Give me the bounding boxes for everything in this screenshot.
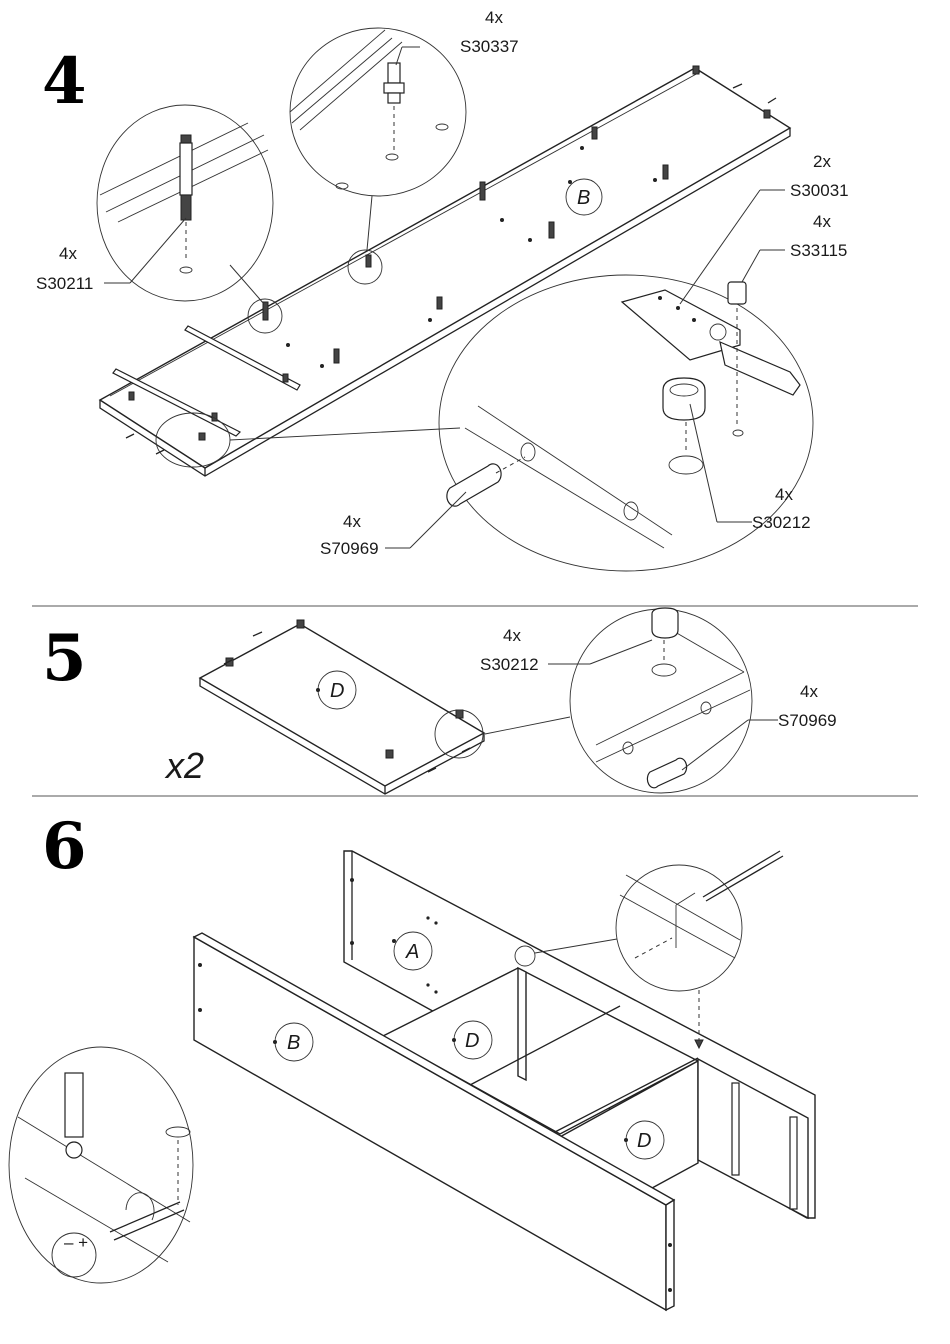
- panel-label: D: [465, 1030, 479, 1052]
- callout-qty: 4x: [59, 244, 77, 263]
- step-number: 6: [42, 809, 87, 884]
- panel-label: A: [405, 941, 419, 963]
- callout-qty: 2x: [813, 152, 831, 171]
- step-5: 5 x2 D: [42, 607, 837, 795]
- callout-code: S30211: [36, 274, 93, 293]
- detail-step6-screw: – +: [8, 1046, 194, 1284]
- callout-qty: 4x: [485, 8, 503, 27]
- panel-d: D: [198, 619, 486, 795]
- detail-step6-top: [615, 850, 784, 1050]
- step-number: 5: [42, 621, 87, 696]
- detail-s30211: [96, 104, 274, 305]
- step-4: 4 B: [36, 8, 849, 572]
- callout-qty: 4x: [343, 512, 361, 531]
- detail-main: [438, 274, 814, 572]
- callout-qty: 4x: [813, 212, 831, 231]
- panel-label: D: [330, 680, 344, 702]
- callout-code: S30337: [460, 37, 519, 56]
- quantity-multiplier: x2: [164, 745, 204, 786]
- callout-code: S30212: [480, 655, 539, 674]
- callout-code: S33115: [790, 241, 847, 260]
- callout-code: S70969: [778, 711, 837, 730]
- panel-label: B: [287, 1032, 300, 1054]
- svg-text:– +: – +: [64, 1233, 88, 1252]
- panel-label: B: [577, 187, 590, 209]
- callout-qty: 4x: [800, 682, 818, 701]
- step-6: 6 A D D B: [8, 809, 816, 1312]
- callout-qty: 4x: [503, 626, 521, 645]
- callout-code: S70969: [320, 539, 379, 558]
- step-number: 4: [42, 44, 87, 119]
- callout-code: S30031: [790, 181, 849, 200]
- panel-b-long: B: [98, 65, 792, 477]
- detail-s30337: [289, 27, 467, 251]
- callout-code: S30212: [752, 513, 811, 532]
- side-panel-right: [697, 1057, 809, 1220]
- detail-step5: [484, 607, 753, 794]
- panel-label: D: [637, 1130, 651, 1152]
- panel-b-label-circle: [565, 178, 603, 216]
- callout-qty: 4x: [775, 485, 793, 504]
